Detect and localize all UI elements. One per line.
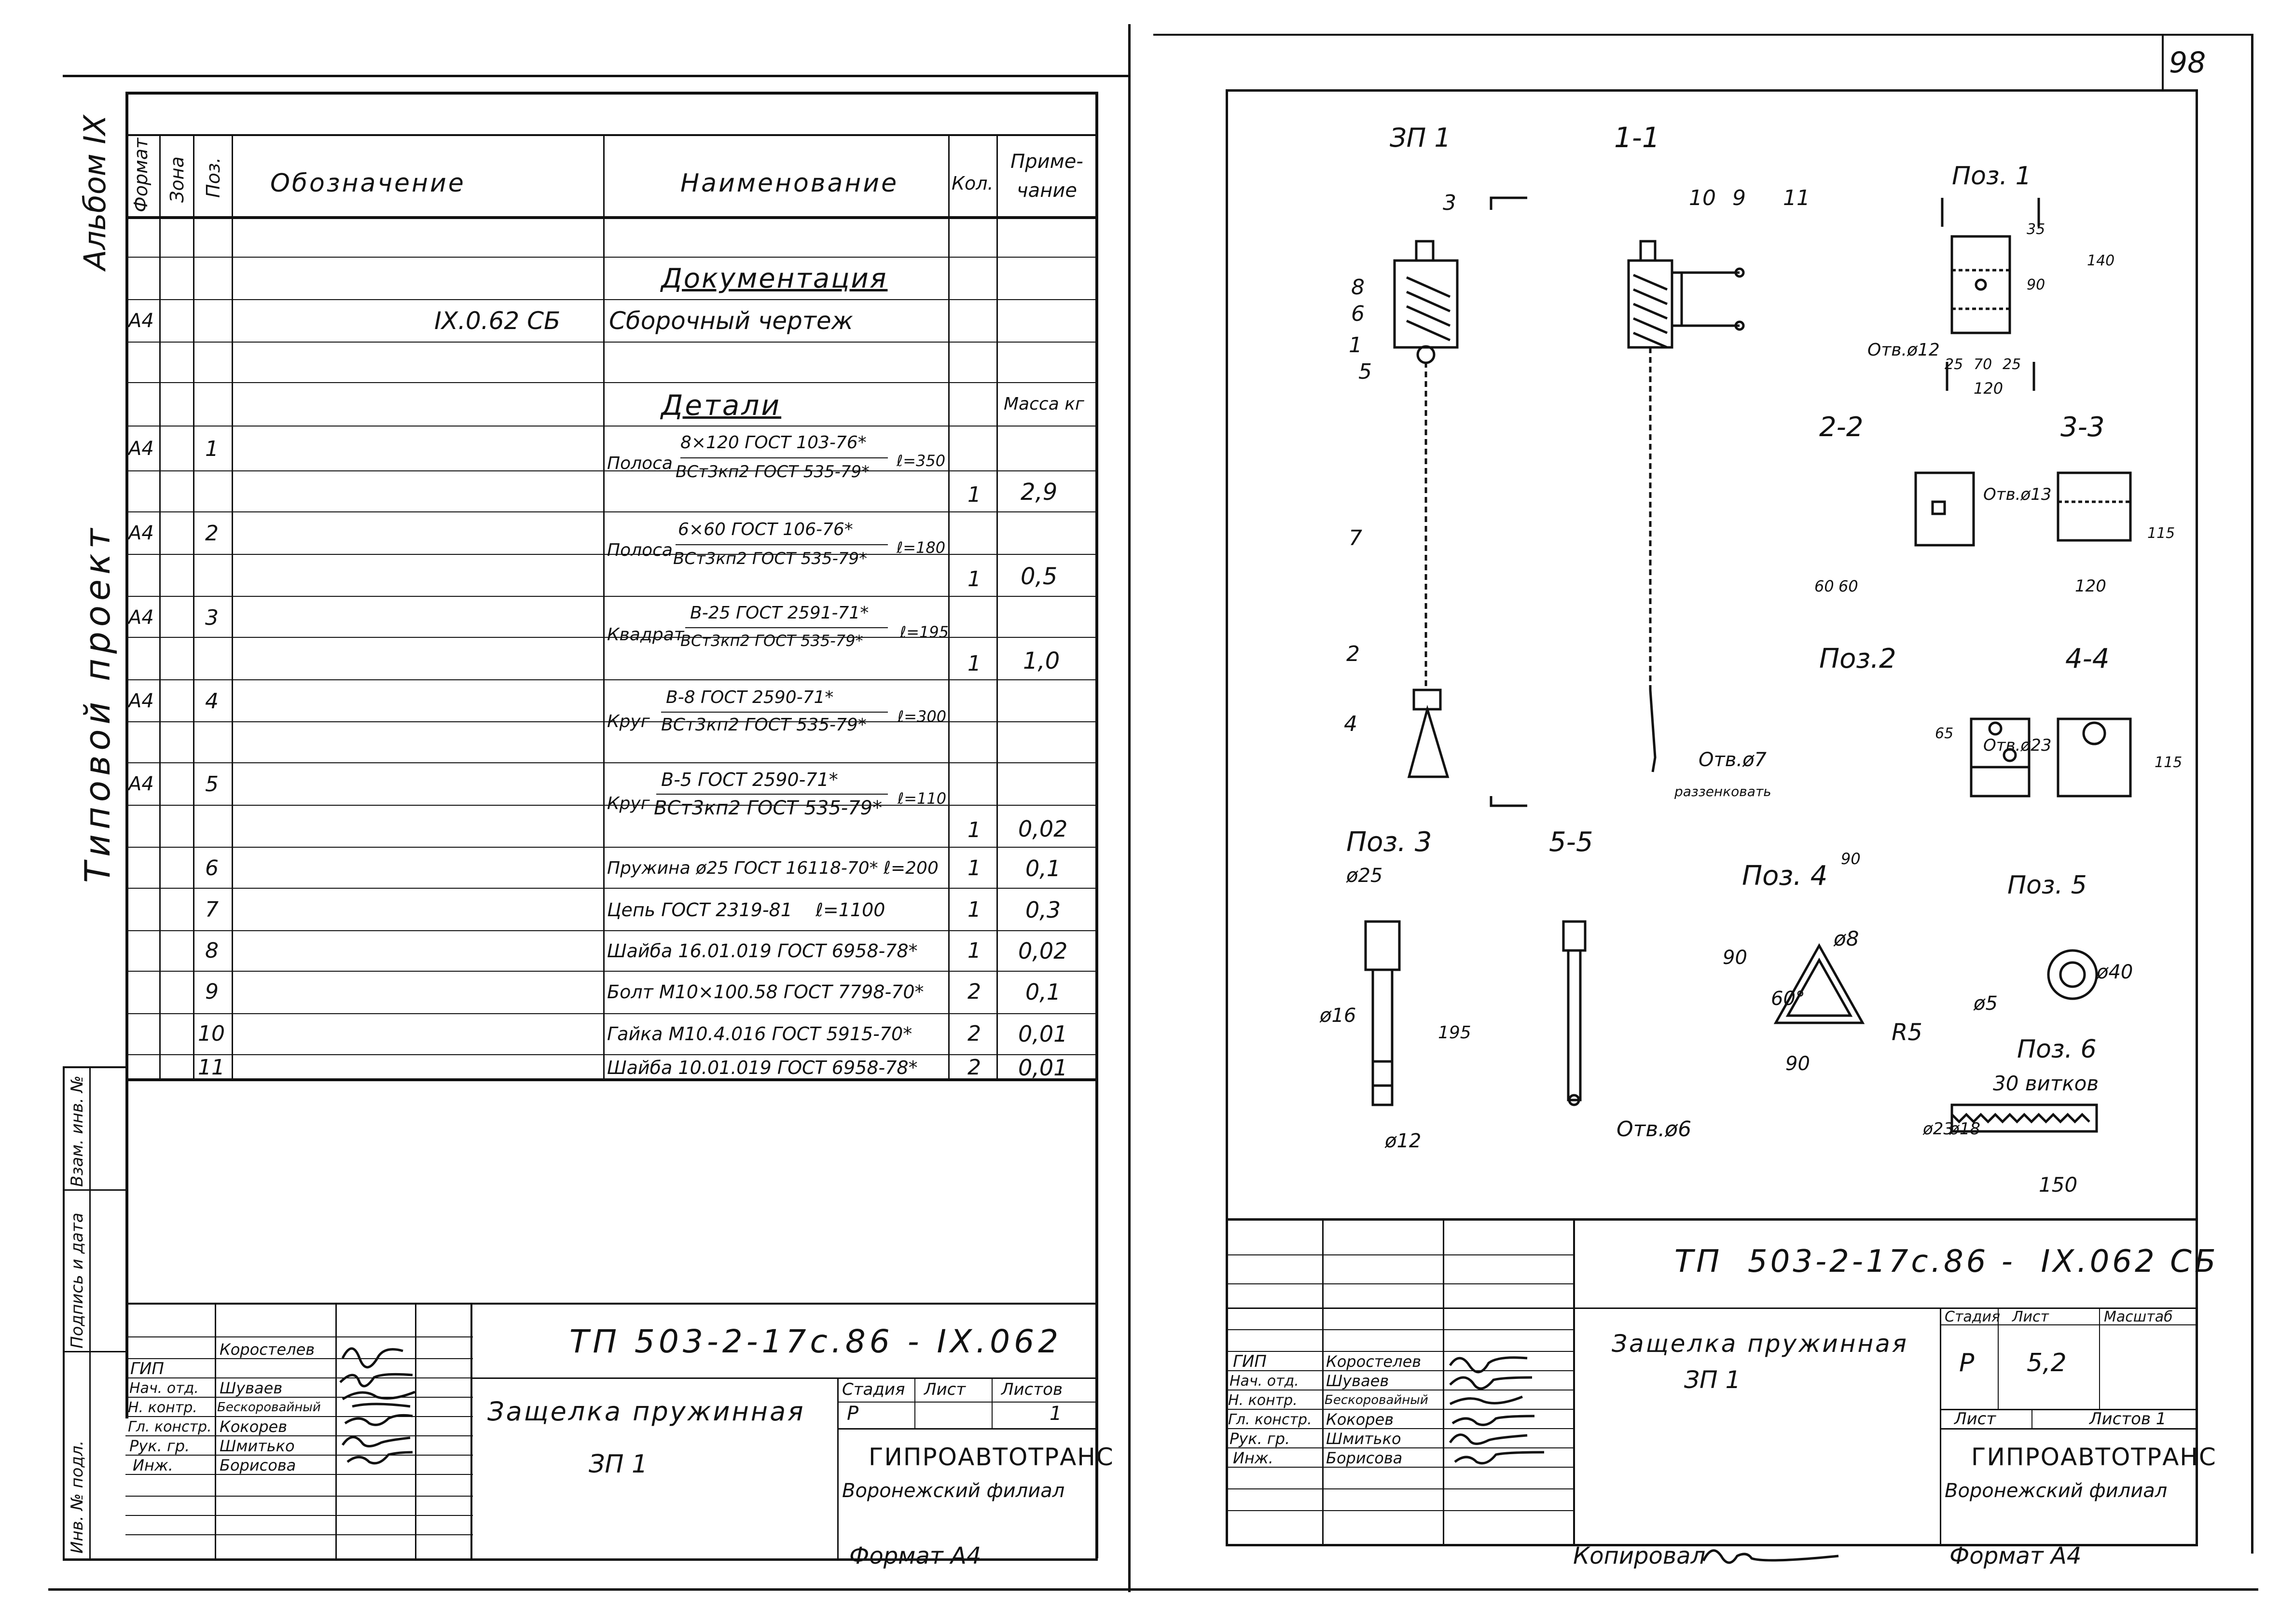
right-branch: Воронежский филиал <box>1945 1480 2168 1502</box>
project-label: Типовой проект <box>77 523 118 883</box>
header-name: Наименование <box>680 169 899 198</box>
header-pos: Поз. <box>203 157 224 198</box>
left-subtitle: ЗП 1 <box>589 1450 648 1479</box>
left-branch: Воронежский филиал <box>842 1480 1065 1502</box>
frame-right <box>1128 24 1131 1592</box>
left-title: Защелка пружинная <box>487 1396 805 1427</box>
copied-signature <box>1702 1549 1839 1564</box>
left-code: ТП 503-2-17с.86 - IX.062 <box>569 1322 1063 1360</box>
frame-bottom <box>48 1588 2258 1591</box>
signatures-left <box>339 1347 415 1465</box>
doc-designation: IX.0.62 СБ <box>434 307 561 335</box>
header-format: Формат <box>130 138 152 212</box>
left-org: ГИПРОАВТОТРАНС <box>869 1443 1114 1471</box>
header-designation: Обозначение <box>270 169 466 198</box>
doc-format: А4 <box>128 310 154 332</box>
section-docs: Документация <box>661 263 888 294</box>
section-parts: Детали <box>661 389 782 422</box>
album-label: Альбом IX <box>77 115 112 270</box>
right-org: ГИПРОАВТОТРАНС <box>1971 1443 2217 1471</box>
left-format: Формат А4 <box>849 1542 981 1569</box>
drawing-area <box>1364 196 2132 1133</box>
mass-label: Масса кг <box>1004 394 1084 414</box>
header-qty: Кол. <box>952 173 994 194</box>
right-format: Формат А4 <box>1949 1542 2082 1569</box>
right-title: Защелка пружинная <box>1612 1330 1908 1358</box>
right-code: ТП 503-2-17с.86 - IX.062 СБ <box>1674 1244 2219 1280</box>
header-zone: Зона <box>166 156 188 203</box>
copied-label: Копировал <box>1573 1542 1706 1569</box>
page-number: 98 <box>2169 46 2206 80</box>
right-subtitle: ЗП 1 <box>1684 1366 1741 1394</box>
doc-name: Сборочный чертеж <box>609 307 853 335</box>
frame-top <box>63 75 1130 77</box>
signatures-right <box>1449 1356 1545 1465</box>
header-note: Приме-чание <box>1010 151 1083 202</box>
